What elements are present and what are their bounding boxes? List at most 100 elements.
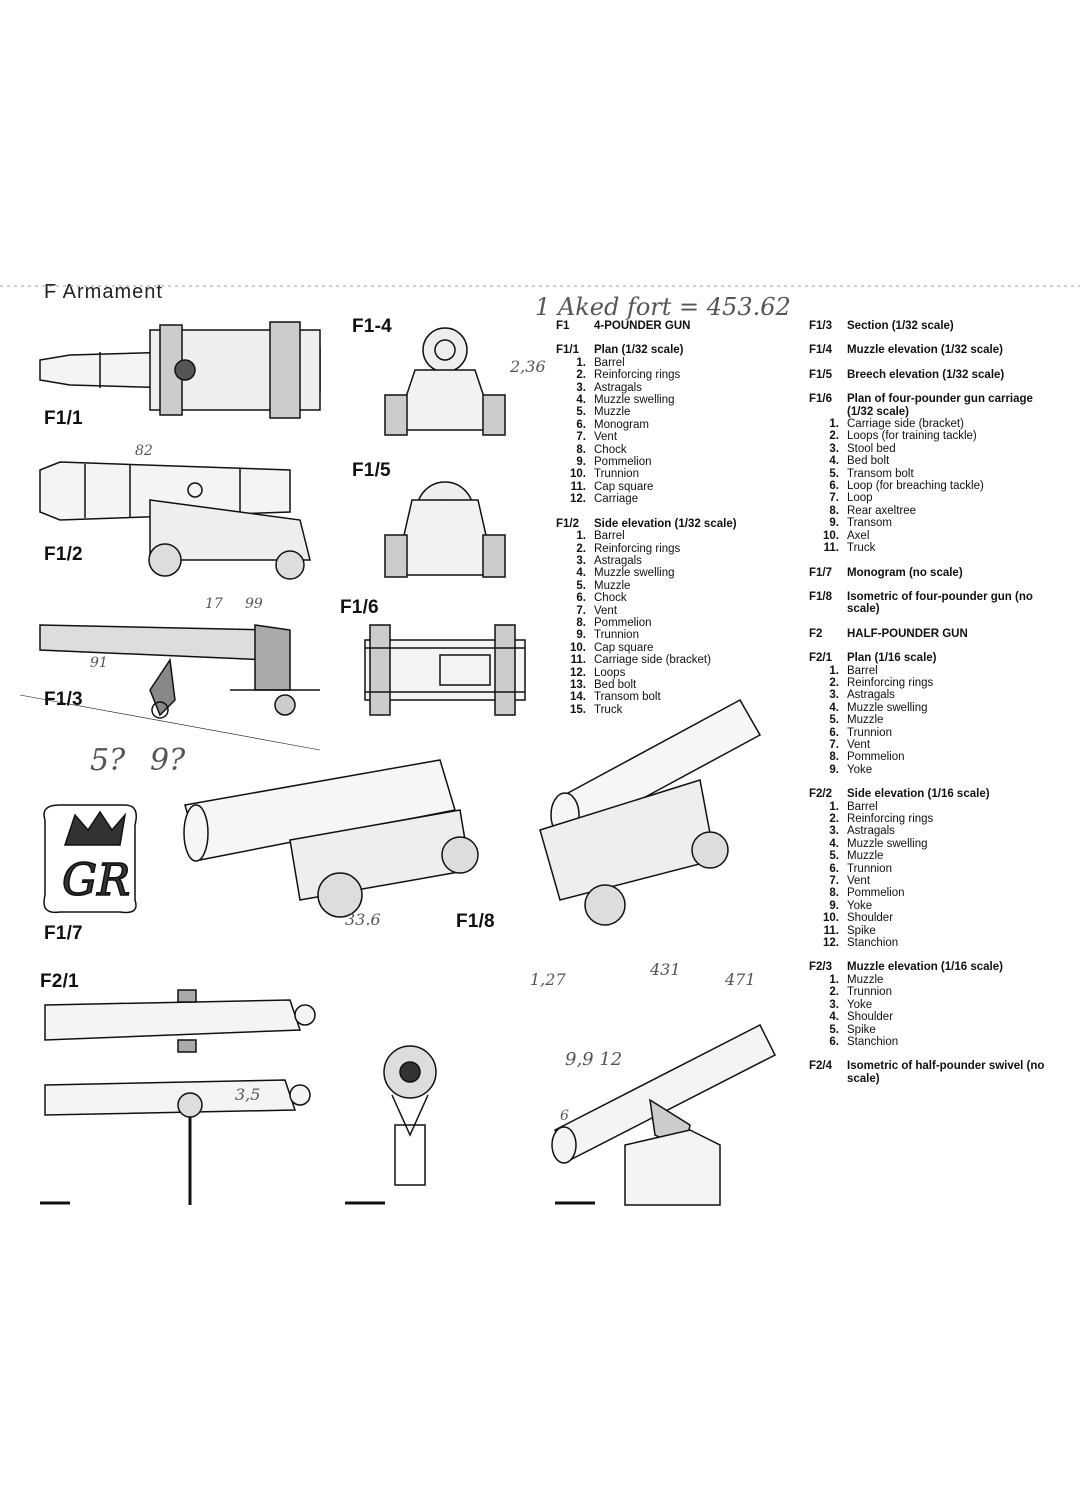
legend-item-number: 5. xyxy=(829,714,839,727)
legend-item: 1.Barrel xyxy=(809,801,1054,813)
handwritten-note-4: 9,9 12 xyxy=(565,1049,622,1070)
legend-item-number: 4. xyxy=(829,837,839,850)
handwritten-note-15: 6 xyxy=(560,1108,569,1124)
legend-item-text: Pommelion xyxy=(847,887,905,900)
legend-item: 1.Barrel xyxy=(556,357,771,369)
legend-item-text: Loops xyxy=(594,666,626,679)
legend-item-number: 4. xyxy=(576,567,586,580)
legend-item-number: 4. xyxy=(576,394,586,407)
legend-item-text: Reinforcing rings xyxy=(847,813,934,825)
legend-item: 13.Bed bolt xyxy=(556,679,771,691)
legend-code: F1 xyxy=(556,320,570,332)
legend-title: Section (1/32 scale) xyxy=(847,320,954,332)
legend-item-number: 2. xyxy=(829,813,839,825)
handwritten-note-14: 82 xyxy=(135,443,153,459)
legend-item: 3. Stool bed xyxy=(809,443,1054,455)
legend-item-number: 6. xyxy=(829,480,839,493)
legend-item-text: Reinforcing rings xyxy=(594,369,681,382)
legend-title: Isometric of four-pounder gun (no scale) xyxy=(847,590,1033,616)
legend-item: 1.Barrel xyxy=(556,530,771,542)
f1-1-plan-drawing xyxy=(39,321,321,419)
legend-item-text: Stool bed xyxy=(847,442,896,455)
legend-item-number: 1. xyxy=(829,973,839,986)
legend-item-number: 10. xyxy=(823,529,839,542)
legend-item-text: Muzzle xyxy=(847,714,884,727)
f1-8-isometric-drawing xyxy=(183,698,762,926)
legend-item-number: 3. xyxy=(829,998,839,1011)
legend-item-number: 8. xyxy=(829,887,839,900)
legend-title: Isometric of half-pounder swivel (no sca… xyxy=(847,1060,1045,1085)
legend-item-number: 7. xyxy=(829,492,839,505)
figure-label-f1-1: F1/1 xyxy=(44,408,83,429)
f2-3-muzzle-drawing xyxy=(383,1045,437,1186)
legend-item-number: 8. xyxy=(829,504,839,517)
legend-item: 2.Reinforcing rings xyxy=(556,543,771,555)
f1-5-breech-drawing xyxy=(384,481,506,578)
legend-item-text: Trunnion xyxy=(847,986,892,999)
legend-item-number: 7. xyxy=(576,604,586,617)
legend-item-number: 9. xyxy=(576,629,586,642)
legend-item-number: 11. xyxy=(570,654,586,667)
legend-item-text: Yoke xyxy=(847,899,873,912)
legend-item-number: 13. xyxy=(570,678,586,691)
legend-item: 10.Shoulder xyxy=(809,912,1054,924)
legend-item-number: 4. xyxy=(829,455,839,468)
legend-code: F1/6 xyxy=(809,393,833,406)
legend-item-text: Astragals xyxy=(847,689,895,702)
legend-item: 2.Loops (for training tackle) xyxy=(809,430,1054,442)
legend-item-text: Yoke xyxy=(847,998,873,1011)
legend-item: 9. Trunnion xyxy=(556,629,771,641)
legend-item-text: Muzzle swelling xyxy=(594,567,675,580)
legend-item-number: 2. xyxy=(829,430,839,443)
legend-item: 10.Trunnion xyxy=(556,468,771,480)
legend-item-text: Yoke xyxy=(847,763,873,776)
legend-title: Plan (1/32 scale) xyxy=(594,344,684,357)
legend-item-text: Trunnion xyxy=(594,629,639,642)
legend-item-number: 10. xyxy=(823,912,839,925)
legend-item-text: Cap square xyxy=(594,641,654,654)
legend-item-text: Muzzle swelling xyxy=(594,394,675,407)
legend-item-text: Monogram xyxy=(594,418,649,431)
legend-item: 8.Pommelion xyxy=(556,617,771,629)
handwritten-note-12: 91 xyxy=(90,655,108,671)
legend-title: Breech elevation (1/32 scale) xyxy=(847,368,1005,381)
legend-title: Monogram (no scale) xyxy=(847,566,963,579)
legend-item: 10.Cap square xyxy=(556,642,771,654)
legend-item-number: 4. xyxy=(829,701,839,714)
legend-item-number: 3. xyxy=(829,442,839,455)
legend-code: F1/7 xyxy=(809,566,833,579)
legend-item-number: 12. xyxy=(823,937,839,950)
figure-label-f1-5: F1/5 xyxy=(352,460,391,481)
legend-item-number: 9. xyxy=(829,899,839,912)
legend-item-text: Truck xyxy=(847,542,876,555)
legend-item: 4.Shoulder xyxy=(809,1011,1054,1023)
legend-item: 9.Yoke xyxy=(809,764,1054,776)
legend-item: 1.Carriage side (bracket) xyxy=(809,418,1054,430)
legend-item-number: 5. xyxy=(829,850,839,863)
legend-item-number: 6. xyxy=(829,1035,839,1048)
svg-text:GR: GR xyxy=(62,855,130,906)
legend-item-text: Loop (for breaching tackle) xyxy=(847,480,984,493)
legend-item: 7.Vent xyxy=(809,739,1054,751)
legend-item-text: Muzzle xyxy=(594,579,631,592)
legend-item: 6. Loop (for breaching tackle) xyxy=(809,480,1054,492)
legend-item: 7.Vent xyxy=(556,431,771,443)
handwritten-note-2: 2,36 xyxy=(509,357,546,376)
legend-item: 8.Chock xyxy=(556,444,771,456)
f1-7-monogram-drawing: GR xyxy=(43,804,137,914)
figure-label-f1-7: F1/7 xyxy=(44,923,83,944)
legend-item-number: 1. xyxy=(829,800,839,813)
legend-item-number: 2. xyxy=(576,542,586,555)
legend-item-text: Muzzle xyxy=(594,406,631,419)
legend-item-number: 1. xyxy=(829,418,839,431)
legend-item-number: 1. xyxy=(829,664,839,677)
